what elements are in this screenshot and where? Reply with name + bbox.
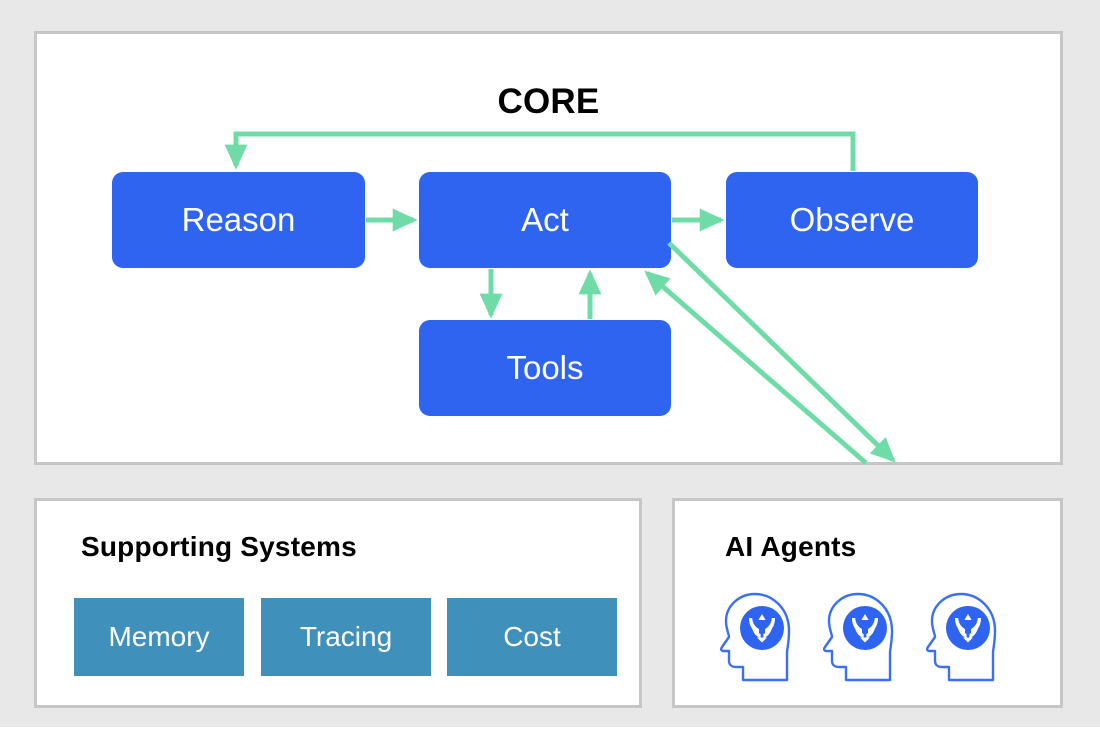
- supporting-systems-title: Supporting Systems: [81, 531, 357, 562]
- core-node-reason-label: Reason: [181, 201, 296, 238]
- winged-emblem-icon: [749, 614, 775, 643]
- core-node-tools[interactable]: Tools: [419, 320, 671, 416]
- agent-head-icon: [925, 587, 1007, 687]
- supporting-systems-panel: Supporting Systems Memory Tracing Cost: [34, 498, 642, 708]
- supporting-chip-tracing-label: Tracing: [299, 621, 393, 652]
- agent-head-icon: [719, 587, 801, 687]
- supporting-chip-memory-label: Memory: [108, 621, 210, 652]
- core-node-act[interactable]: Act: [419, 172, 671, 268]
- core-node-act-label: Act: [521, 201, 569, 238]
- winged-emblem-icon: [852, 614, 878, 643]
- core-node-reason[interactable]: Reason: [112, 172, 365, 268]
- core-node-observe[interactable]: Observe: [726, 172, 978, 268]
- supporting-chip-cost-label: Cost: [503, 621, 561, 652]
- agent-head-icon: [822, 587, 904, 687]
- supporting-chip-cost[interactable]: Cost: [447, 598, 617, 676]
- supporting-chip-tracing[interactable]: Tracing: [261, 598, 431, 676]
- winged-emblem-icon: [955, 614, 981, 643]
- core-node-observe-label: Observe: [789, 201, 915, 238]
- supporting-chip-memory[interactable]: Memory: [74, 598, 244, 676]
- core-node-tools-label: Tools: [506, 349, 584, 386]
- ai-agents-panel: AI Agents: [672, 498, 1063, 708]
- bottom-strip: [0, 727, 1100, 744]
- core-panel-title: CORE: [497, 82, 600, 121]
- ai-agents-title: AI Agents: [725, 531, 857, 562]
